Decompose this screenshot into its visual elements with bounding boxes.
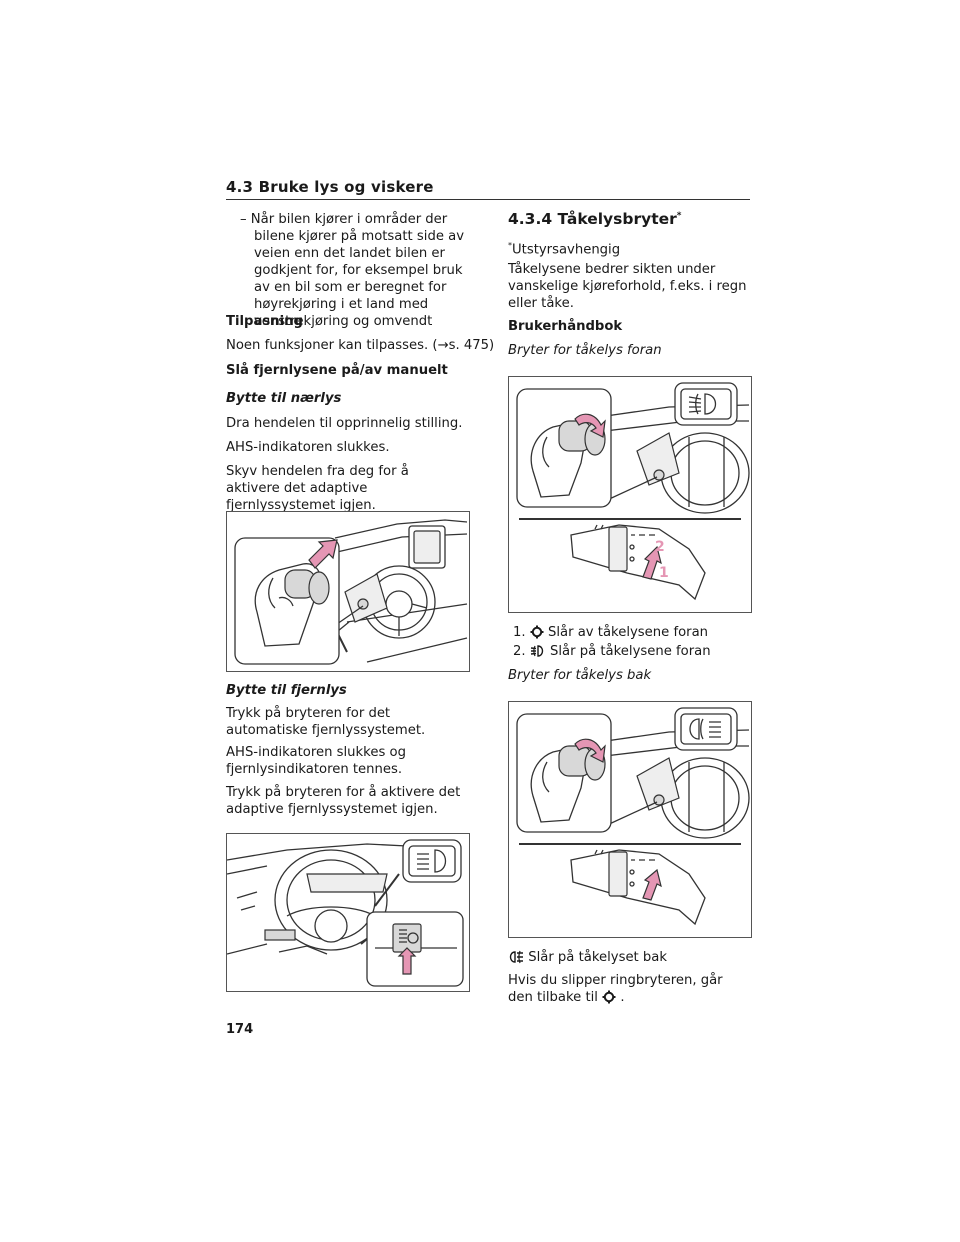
page-number: 174 — [226, 1022, 254, 1037]
rear-fog-heading: Bryter for tåkelys bak — [508, 668, 652, 683]
rear-fog-figure — [508, 701, 752, 938]
front-fog-item-2: 2. Slår på tåkelysene foran — [513, 644, 711, 659]
fig-label-1: 1 — [659, 565, 669, 581]
dash-item: – Når bilen kjører i områder der bilene … — [240, 212, 465, 329]
fig-label-2: 2 — [655, 539, 665, 555]
footnote: *Utstyrsavhengig — [508, 241, 621, 258]
fog-section-title: 4.3.4 Tåkelysbryter* — [508, 210, 682, 228]
high-beam-step3: Trykk på bryteren for å aktivere det ada… — [226, 785, 461, 817]
section-header: 4.3 Bruke lys og viskere — [226, 178, 434, 196]
ahs-switch-figure — [226, 833, 470, 992]
manual-heading: Slå fjernlysene på/av manuelt — [226, 363, 448, 378]
tilpasning-heading: Tilpasning — [226, 314, 303, 329]
front-fog-heading: Bryter for tåkelys foran — [508, 343, 662, 358]
low-beam-heading: Bytte til nærlys — [226, 391, 342, 406]
tilpasning-text: Noen funksjoner kan tilpasses. (→s. 475) — [226, 338, 495, 353]
low-beam-step2: AHS-indikatoren slukkes. — [226, 440, 390, 455]
fog-off-icon — [530, 625, 544, 639]
low-beam-step3: Skyv hendelen fra deg for å aktivere det… — [226, 464, 409, 513]
rear-fog-icon — [509, 950, 523, 964]
rear-fog-note: Hvis du slipper ringbryteren, går den ti… — [508, 973, 723, 1005]
high-beam-heading: Bytte til fjernlys — [226, 683, 347, 698]
rear-fog-item: Slår på tåkelyset bak — [508, 949, 667, 966]
low-beam-step1: Dra hendelen til opprinnelig stilling. — [226, 416, 463, 431]
fog-intro: Tåkelysene bedrer sikten under vanskelig… — [508, 262, 747, 311]
front-fog-figure: 2 1 — [508, 376, 752, 613]
front-fog-item-1: 1. Slår av tåkelysene foran — [513, 625, 709, 640]
header-rule — [226, 199, 750, 200]
manual-label: Brukerhåndbok — [508, 319, 623, 334]
fog-off-icon-inline — [602, 990, 616, 1004]
front-fog-icon — [530, 645, 543, 657]
high-beam-step2: AHS-indikatoren slukkes og fjernlysindik… — [226, 745, 406, 777]
high-beam-step1: Trykk på bryteren for det automatiske fj… — [226, 706, 426, 738]
lever-figure — [226, 511, 470, 672]
